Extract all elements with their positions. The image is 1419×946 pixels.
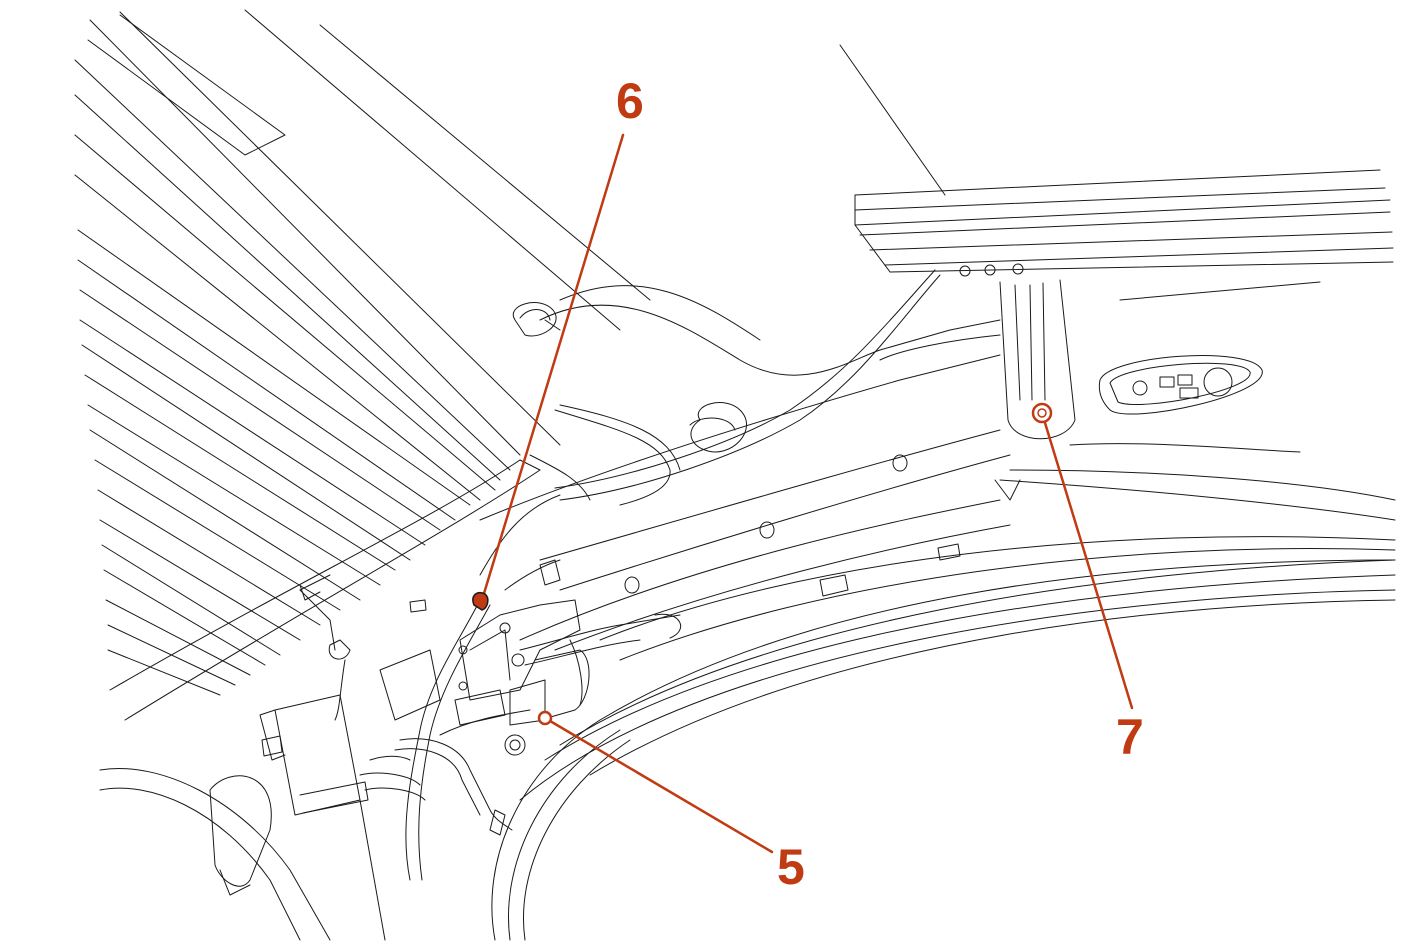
callout-label-7: 7: [1116, 709, 1144, 765]
callout-leaders: [480, 133, 1134, 854]
access-opening: [1098, 355, 1263, 415]
leader-line-7: [1040, 411, 1134, 710]
leader-line-5: [543, 716, 774, 854]
roof-rail: [839, 44, 1394, 301]
hinge-bracket: [999, 279, 1076, 440]
wheel-arch: [491, 559, 1396, 941]
upper-left-panel-lines: [74, 9, 651, 696]
callout-label-6: 6: [616, 73, 644, 129]
wiring-harness: [299, 269, 941, 881]
marker-6: [472, 591, 489, 611]
control-module: [259, 694, 426, 816]
marker-5: [537, 710, 553, 726]
lower-left-structure: [99, 768, 386, 941]
callout-label-5: 5: [777, 839, 805, 895]
inner-body-panel: [409, 285, 1396, 801]
latch-assembly: [379, 599, 682, 756]
leader-line-6: [480, 133, 625, 602]
callout-markers: [472, 402, 1053, 726]
marker-7: [1031, 402, 1053, 424]
